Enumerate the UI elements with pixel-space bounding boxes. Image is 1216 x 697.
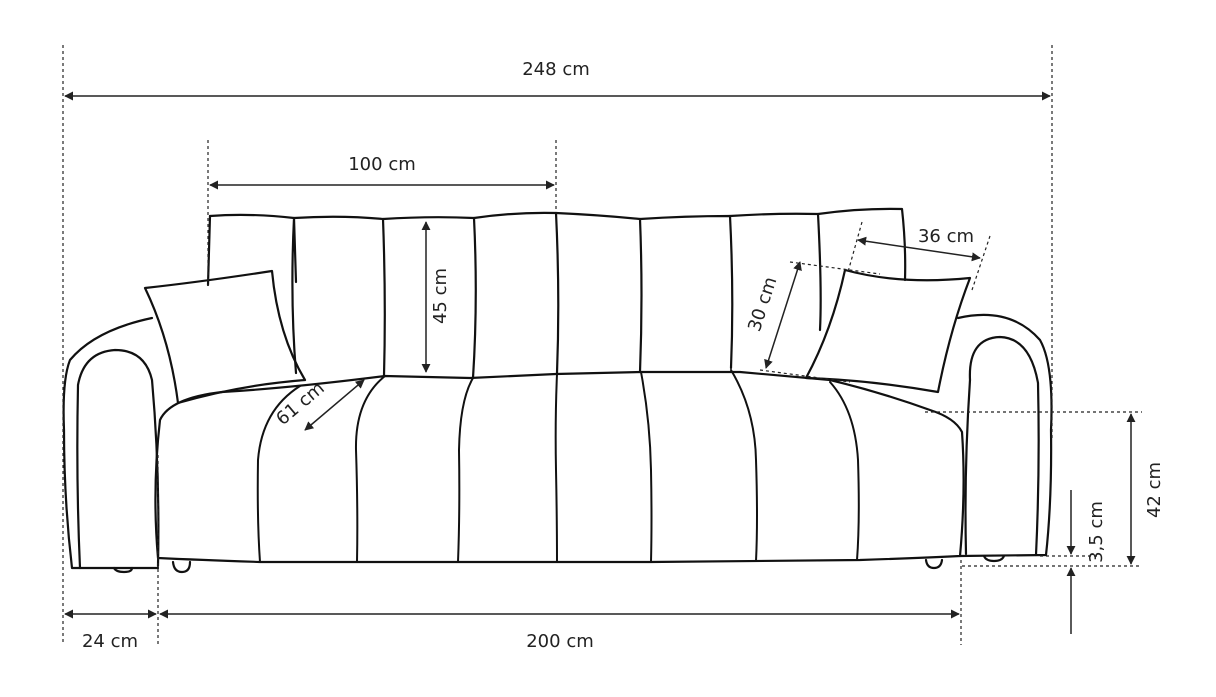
dimension-total-width: 248 cm [64,59,1051,101]
dimension-back-cushion-height: 45 cm [421,221,451,373]
seat-width-label: 200 cm [526,631,594,652]
dimension-armrest-width: 24 cm [64,609,157,652]
dimension-backrest-section: 100 cm [209,154,555,190]
dimension-leg-height: 3,5 cm [1066,490,1107,634]
dimension-pillow-height: 30 cm [744,261,802,369]
pillow-width-label: 36 cm [918,226,974,247]
pillow-height-label: 30 cm [744,274,781,334]
back-cushions [206,207,907,380]
backrest-section-label: 100 cm [348,154,416,175]
seat-height-label: 42 cm [1144,462,1165,518]
dimension-seat-width: 200 cm [159,609,960,652]
armrest-width-label: 24 cm [82,631,138,652]
right-armrest [956,313,1053,563]
dimension-pillow-width: 36 cm [857,226,981,262]
sofa-drawing [62,207,1053,574]
left-armrest [62,316,160,574]
dimension-seat-height: 42 cm [1126,413,1165,565]
seat [154,369,965,574]
back-cushion-height-label: 45 cm [430,268,451,324]
guide-lines [62,45,1142,645]
total-width-label: 248 cm [522,59,590,80]
leg-height-label: 3,5 cm [1086,501,1107,563]
dimension-seat-depth: 61 cm [272,378,365,431]
